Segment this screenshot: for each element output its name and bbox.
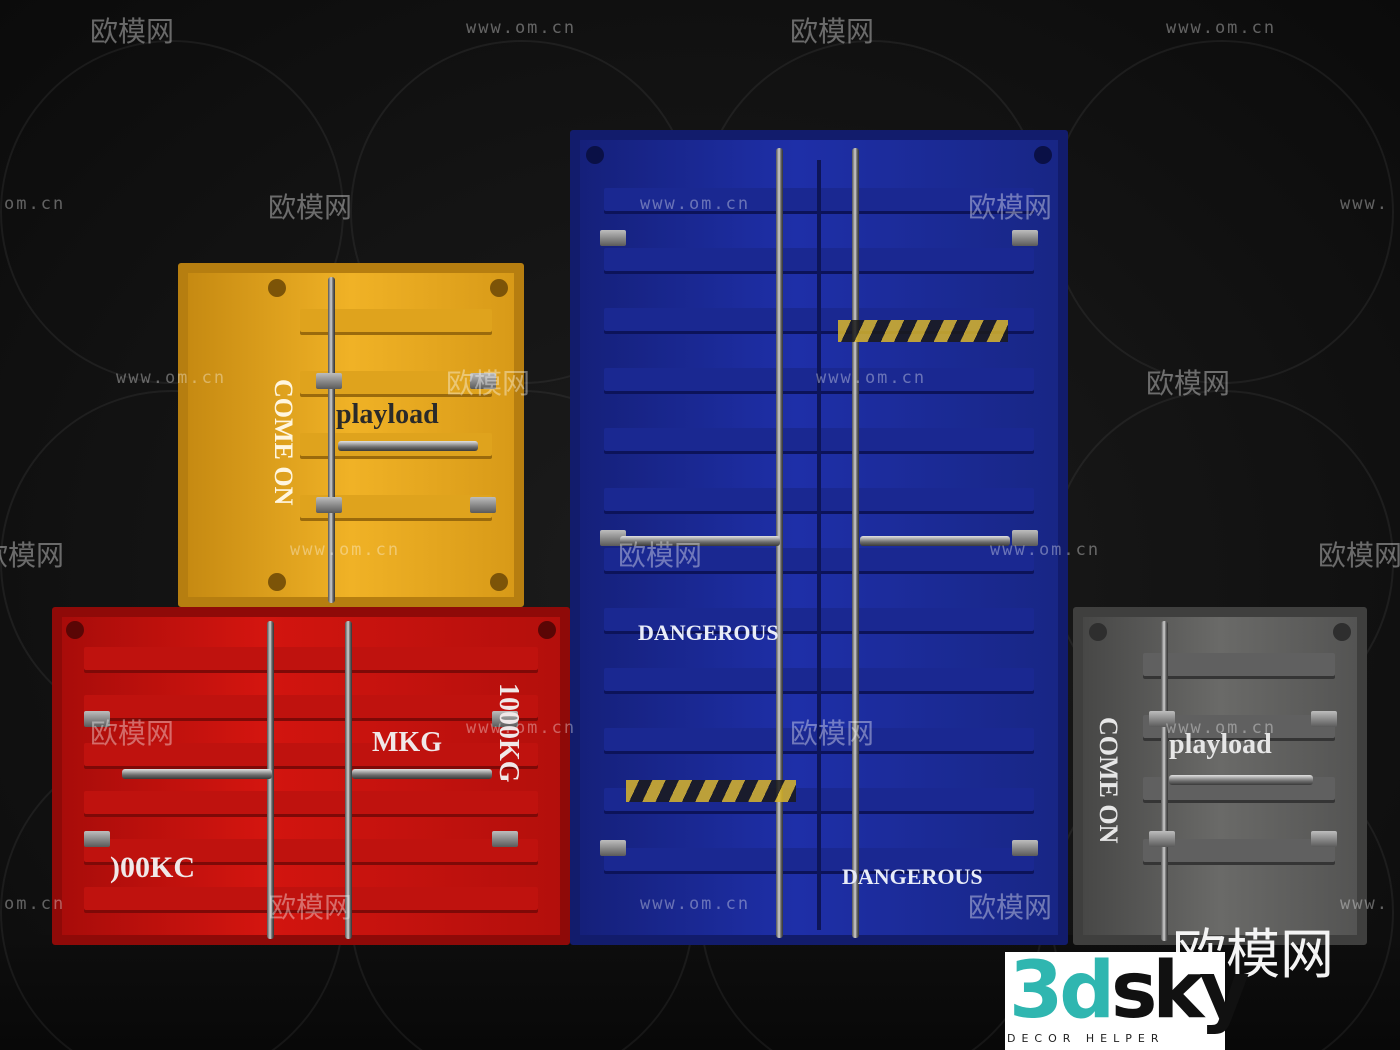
watermark-brand: 欧模网 <box>0 539 65 572</box>
door-hinge <box>492 711 518 727</box>
hazard-stripe <box>838 320 1008 342</box>
door-ribs <box>84 647 538 913</box>
stencil-dangerous-mid: DANGEROUS <box>638 620 779 645</box>
watermark-url: www. <box>1340 194 1389 214</box>
door-hinge <box>1012 230 1038 246</box>
watermark-url: om.cn <box>4 894 66 914</box>
locking-bar <box>345 621 352 939</box>
locking-bar <box>267 621 274 939</box>
stencil-come-on: COME ON <box>1094 717 1123 844</box>
door-handle <box>620 536 780 546</box>
door-handle <box>352 769 492 779</box>
watermark-url: www.om.cn <box>466 18 577 38</box>
watermark-url: www.om.cn <box>990 540 1101 560</box>
watermark-brand: 欧模网 <box>446 367 531 400</box>
watermark-brand: 欧模网 <box>968 191 1053 224</box>
watermark-url: www.om.cn <box>116 368 227 388</box>
corner-bolt <box>586 146 604 164</box>
door-seam <box>817 160 821 930</box>
door-hinge <box>84 831 110 847</box>
door-hinge <box>600 840 626 856</box>
watermark-brand: 欧模网 <box>968 891 1053 924</box>
door-hinge <box>492 831 518 847</box>
red-container: MKG )00KC 1000KG <box>52 607 570 945</box>
logo-3d-text: 3d <box>1009 946 1115 1036</box>
locking-bar <box>1161 621 1168 941</box>
watermark-url: www.om.cn <box>1166 718 1277 738</box>
yellow-container: playload COME ON <box>178 263 524 607</box>
watermark-url: www.om.cn <box>466 718 577 738</box>
watermark-brand: 欧模网 <box>90 15 175 48</box>
watermark-url: www. <box>1340 894 1389 914</box>
stencil-playload: playload <box>1169 729 1272 760</box>
door-handle <box>1169 775 1313 785</box>
stencil-weight-front: )00KC <box>110 851 195 884</box>
watermark-brand: 欧模网 <box>268 891 353 924</box>
corner-bolt <box>538 621 556 639</box>
corner-bolt <box>1333 623 1351 641</box>
watermark-brand: 欧模网 <box>618 539 703 572</box>
door-hinge <box>1149 831 1175 847</box>
door-hinge <box>1311 831 1337 847</box>
door-handle <box>338 441 478 451</box>
door-hinge <box>600 530 626 546</box>
watermark-ring <box>0 40 344 384</box>
corner-bolt <box>1034 146 1052 164</box>
corner-bolt <box>490 573 508 591</box>
watermark-url: www.om.cn <box>640 894 751 914</box>
logo-sky-text: sky <box>1111 946 1250 1036</box>
door-hinge <box>1012 530 1038 546</box>
corner-bolt <box>66 621 84 639</box>
3dsky-logo: 3d sky DECOR HELPER <box>1005 946 1250 1050</box>
watermark-brand: 欧模网 <box>268 191 353 224</box>
door-hinge <box>84 711 110 727</box>
watermark-url: www.om.cn <box>640 194 751 214</box>
watermark-url: www.om.cn <box>290 540 401 560</box>
door-hinge <box>470 497 496 513</box>
door-hinge <box>316 373 342 389</box>
hazard-stripe <box>626 780 796 802</box>
gray-container: playload COME ON <box>1073 607 1367 945</box>
watermark-url: om.cn <box>4 194 66 214</box>
watermark-brand: 欧模网 <box>1318 539 1400 572</box>
corner-bolt <box>268 573 286 591</box>
blue-container: DANGEROUS DANGEROUS <box>570 130 1068 945</box>
watermark-url: www.om.cn <box>816 368 927 388</box>
door-hinge <box>470 373 496 389</box>
watermark-brand: 欧模网 <box>1146 367 1231 400</box>
door-handle <box>860 536 1010 546</box>
locking-bar <box>852 148 859 938</box>
stencil-playload: playload <box>336 399 439 430</box>
stencil-mkg: MKG <box>372 727 442 758</box>
logo-tagline: DECOR HELPER <box>1007 1032 1165 1045</box>
stencil-dangerous-bottom: DANGEROUS <box>842 864 983 889</box>
door-hinge <box>600 230 626 246</box>
locking-bar <box>328 277 335 603</box>
stencil-come-on: COME ON <box>269 379 298 506</box>
corner-bolt <box>268 279 286 297</box>
corner-bolt <box>490 279 508 297</box>
door-hinge <box>316 497 342 513</box>
door-hinge <box>1012 840 1038 856</box>
watermark-brand: 欧模网 <box>790 717 875 750</box>
corner-bolt <box>1089 623 1107 641</box>
watermark-brand: 欧模网 <box>90 717 175 750</box>
door-hinge <box>1149 711 1175 727</box>
watermark-url: www.om.cn <box>1166 18 1277 38</box>
door-hinge <box>1311 711 1337 727</box>
door-handle <box>122 769 272 779</box>
watermark-brand: 欧模网 <box>790 15 875 48</box>
